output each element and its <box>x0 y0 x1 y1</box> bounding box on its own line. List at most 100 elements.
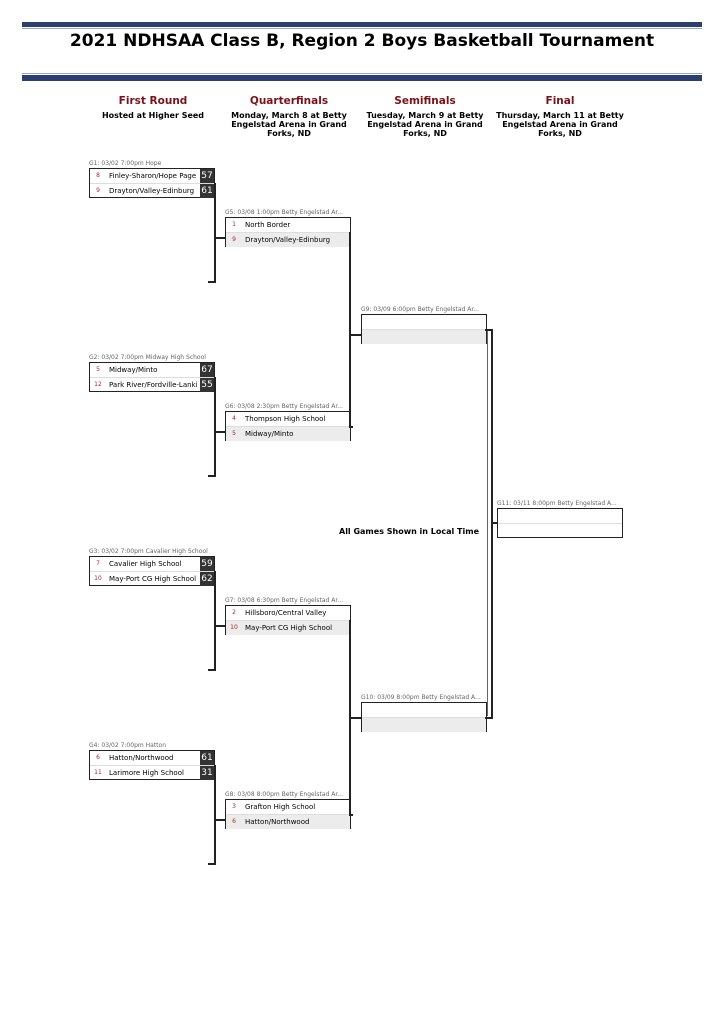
round-name: Quarterfinals <box>249 95 329 107</box>
round-desc: Monday, March 8 at Betty Engelstad Arena… <box>231 111 347 138</box>
round-header-final: Final Thursday, March 11 at Betty Engels… <box>496 95 624 138</box>
bracket-connector <box>208 475 216 477</box>
team-row[interactable]: 12 Park River/Fordville-Lankin 55 <box>90 377 214 392</box>
team-name: Finley-Sharon/Hope Page <box>109 172 197 180</box>
bracket-connector <box>491 522 498 524</box>
team-name: May-Port CG High School <box>245 624 333 632</box>
bracket-connector <box>349 717 362 719</box>
team-seed: 6 <box>96 754 100 761</box>
team-row[interactable] <box>362 315 486 329</box>
team-name: Park River/Fordville-Lankin <box>109 381 198 389</box>
game-g4[interactable]: 6 Hatton/Northwood 61 11 Larimore High S… <box>89 750 215 780</box>
game-info-g8: G8: 03/08 8:00pm Betty Engelstad Ar... <box>225 791 343 798</box>
game-g10[interactable] <box>361 702 487 732</box>
bracket-connector <box>487 329 488 716</box>
bracket-connector <box>485 717 493 719</box>
team-score: 55 <box>200 378 214 392</box>
team-score: 57 <box>200 169 214 183</box>
team-row[interactable]: 11 Larimore High School 31 <box>90 765 214 780</box>
game-info-g1: G1: 03/02 7:00pm Hope <box>89 160 162 167</box>
team-seed: 11 <box>94 769 102 776</box>
team-name: Drayton/Valley-Edinburg <box>109 187 195 195</box>
team-row[interactable]: 6 Hatton/Northwood 61 <box>90 751 214 765</box>
team-row[interactable]: 5 Midway/Minto <box>226 426 350 441</box>
team-name: Cavalier High School <box>109 560 182 568</box>
game-g1[interactable]: 8 Finley-Sharon/Hope Page 57 9 Drayton/V… <box>89 168 215 198</box>
team-row[interactable] <box>362 329 486 344</box>
game-info-g10: G10: 03/09 8:00pm Betty Engelstad A... <box>361 694 481 701</box>
round-header-semifinals: Semifinals Tuesday, March 9 at Betty Eng… <box>361 95 489 138</box>
team-seed: 4 <box>232 415 236 422</box>
page-title: 2021 NDHSAA Class B, Region 2 Boys Baske… <box>69 31 655 51</box>
header-band-top <box>22 22 702 27</box>
game-info-g5: G5: 03/08 1:00pm Betty Engelstad Ar... <box>225 209 343 216</box>
team-row[interactable]: 10 May-Port CG High School 62 <box>90 571 214 586</box>
round-header-first-round: First Round Hosted at Higher Seed <box>89 95 217 120</box>
game-info-g11: G11: 03/11 8:00pm Betty Engelstad A... <box>497 500 617 507</box>
team-row[interactable]: 1 North Border <box>226 218 350 232</box>
bracket-connector <box>349 426 353 428</box>
bracket-connector <box>208 863 216 865</box>
game-g7[interactable]: 2 Hillsboro/Central Valley 10 May-Port C… <box>225 605 351 635</box>
bracket-connector <box>214 765 216 865</box>
team-row[interactable]: 3 Grafton High School <box>226 800 350 814</box>
team-name: Hatton/Northwood <box>245 818 310 826</box>
round-desc: Tuesday, March 9 at Betty Engelstad Aren… <box>366 111 484 138</box>
team-name: May-Port CG High School <box>109 575 197 583</box>
team-name: Thompson High School <box>245 415 326 423</box>
team-seed: 5 <box>232 430 236 437</box>
round-desc: Thursday, March 11 at Betty Engelstad Ar… <box>496 111 624 138</box>
team-name: Drayton/Valley-Edinburg <box>245 236 331 244</box>
team-score: 59 <box>200 557 214 571</box>
team-seed: 7 <box>96 560 100 567</box>
header-band-top-line <box>22 28 702 29</box>
team-row[interactable]: 5 Midway/Minto 67 <box>90 363 214 377</box>
team-row[interactable]: 6 Hatton/Northwood <box>226 814 350 829</box>
bracket-connector <box>208 669 216 671</box>
team-row[interactable]: 10 May-Port CG High School <box>226 620 350 635</box>
bracket-connector <box>214 625 226 627</box>
team-row[interactable]: 9 Drayton/Valley-Edinburg 61 <box>90 183 214 198</box>
team-name: North Border <box>245 221 291 229</box>
team-seed: 8 <box>96 172 100 179</box>
bracket-connector <box>485 329 493 331</box>
team-name: Grafton High School <box>245 803 316 811</box>
team-name: Hatton/Northwood <box>109 754 174 762</box>
team-row[interactable] <box>498 509 622 523</box>
header-band-bottom <box>22 75 702 81</box>
game-g3[interactable]: 7 Cavalier High School 59 10 May-Port CG… <box>89 556 215 586</box>
game-g9[interactable] <box>361 314 487 344</box>
team-row[interactable]: 8 Finley-Sharon/Hope Page 57 <box>90 169 214 183</box>
team-row[interactable]: 7 Cavalier High School 59 <box>90 557 214 571</box>
team-row[interactable] <box>362 717 486 732</box>
team-score: 62 <box>200 572 214 586</box>
team-name: Larimore High School <box>109 769 184 777</box>
game-g5[interactable]: 1 North Border 9 Drayton/Valley-Edinburg <box>225 217 351 247</box>
team-row[interactable]: 2 Hillsboro/Central Valley <box>226 606 350 620</box>
game-g2[interactable]: 5 Midway/Minto 67 12 Park River/Fordvill… <box>89 362 215 392</box>
team-score: 61 <box>200 751 214 765</box>
team-seed: 9 <box>232 236 236 243</box>
bracket-connector <box>214 237 226 239</box>
game-info-g9: G9: 03/09 6:00pm Betty Engelstad Ar... <box>361 306 479 313</box>
team-seed: 6 <box>232 818 236 825</box>
game-g6[interactable]: 4 Thompson High School 5 Midway/Minto <box>225 411 351 441</box>
team-row[interactable]: 4 Thompson High School <box>226 412 350 426</box>
game-g11[interactable] <box>497 508 623 538</box>
bracket-connector <box>349 232 351 428</box>
local-time-note: All Games Shown in Local Time <box>339 527 480 536</box>
game-g8[interactable]: 3 Grafton High School 6 Hatton/Northwood <box>225 799 351 829</box>
bracket-connector <box>214 819 226 821</box>
game-info-g3: G3: 03/02 7:00pm Cavalier High School <box>89 548 208 555</box>
team-seed: 3 <box>232 803 236 810</box>
team-seed: 9 <box>96 187 100 194</box>
team-seed: 1 <box>232 221 236 228</box>
team-name: Hillsboro/Central Valley <box>245 609 327 617</box>
round-desc: Hosted at Higher Seed <box>101 111 205 120</box>
team-row[interactable] <box>362 703 486 717</box>
round-name: Final <box>545 95 575 107</box>
team-row[interactable] <box>498 523 622 538</box>
game-info-g7: G7: 03/08 6:30pm Betty Engelstad Ar... <box>225 597 343 604</box>
team-seed: 10 <box>94 575 102 582</box>
team-row[interactable]: 9 Drayton/Valley-Edinburg <box>226 232 350 247</box>
